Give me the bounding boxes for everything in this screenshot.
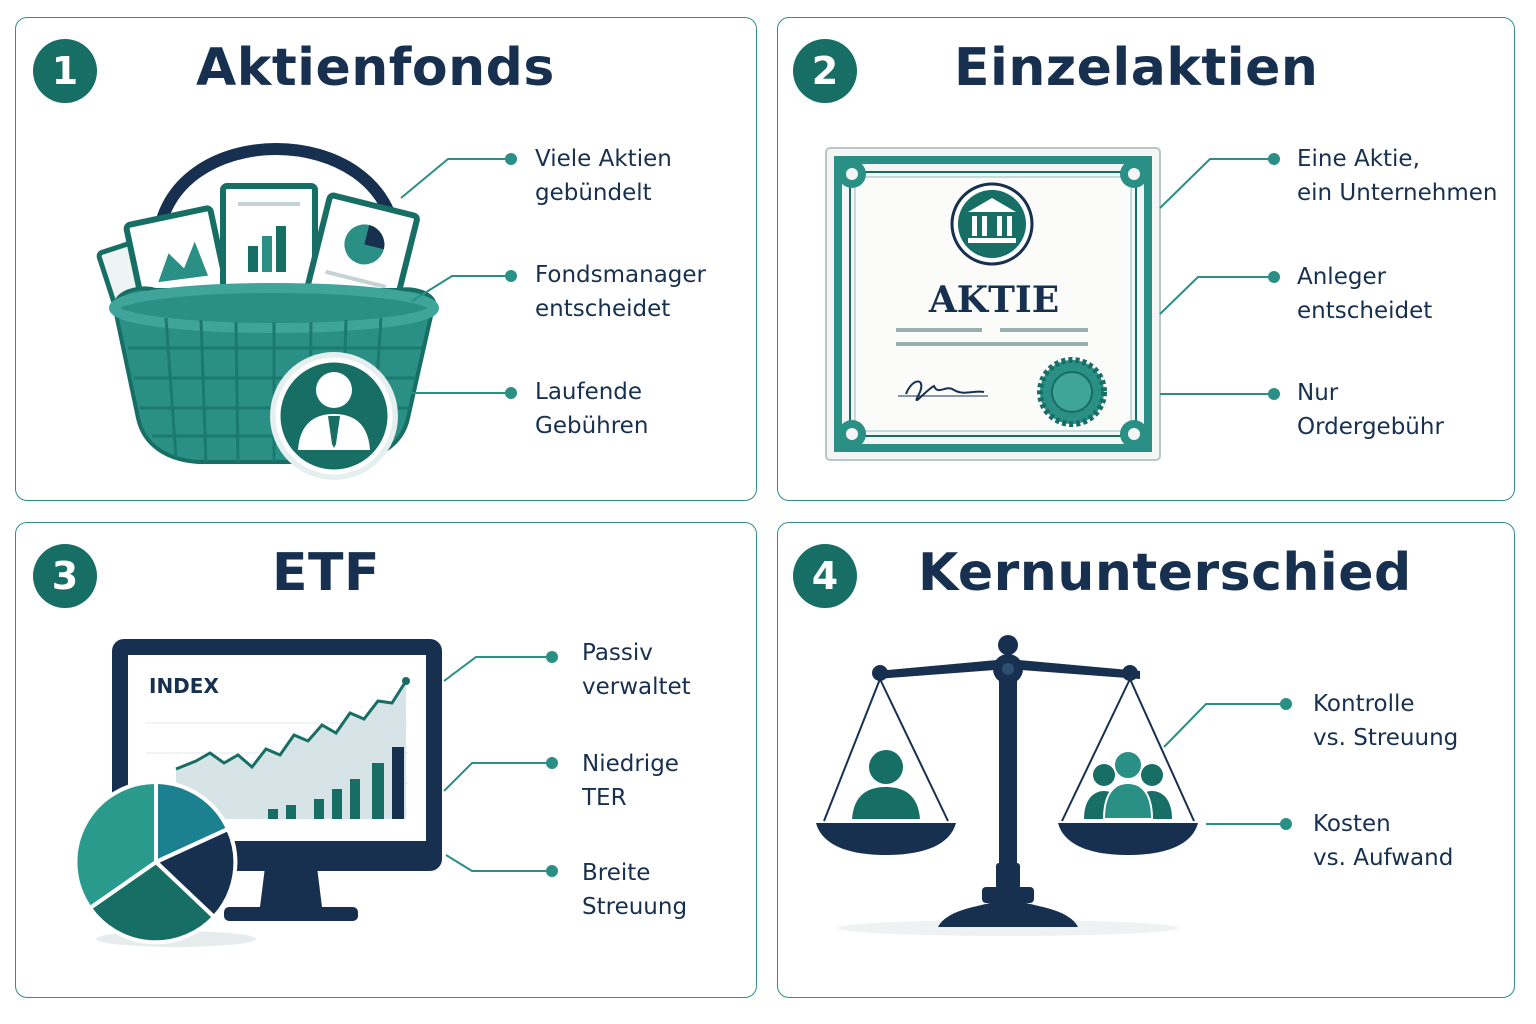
panel-einzelaktien: 2 Einzelaktien [777, 17, 1515, 501]
panel-etf: 3 ETF INDEX [15, 522, 757, 998]
certificate-label: AKTIE [928, 279, 1059, 321]
panel-title: ETF [272, 543, 381, 603]
connector-lines [1163, 698, 1292, 830]
step-number-badge: 4 [793, 544, 857, 608]
panel-title: Kernunterschied [918, 543, 1412, 603]
connector-lines [443, 651, 558, 877]
pie-chart-icon [73, 779, 256, 947]
step-number-badge: 1 [33, 39, 97, 103]
monitor-label: INDEX [149, 674, 219, 698]
certificate-illustration: AKTIE [825, 147, 1280, 461]
group-icon [1084, 750, 1172, 820]
panel-title: Einzelaktien [954, 38, 1319, 98]
fund-manager-icon [270, 352, 398, 480]
balance-scale-icon [816, 635, 1198, 936]
stock-certificate-icon: AKTIE [825, 147, 1161, 461]
connector-lines [1159, 153, 1280, 400]
basket-illustration [96, 143, 517, 480]
connector-lines [400, 153, 517, 399]
step-number-badge: 2 [793, 39, 857, 103]
panel-kernunterschied: 4 Kernunterschied [777, 522, 1515, 998]
person-icon [852, 750, 920, 819]
panel-aktienfonds: 1 Aktienfonds [15, 17, 757, 501]
seal-icon [1037, 357, 1107, 427]
basket-icon [96, 143, 439, 464]
panel-title: Aktienfonds [196, 38, 555, 98]
etf-illustration: INDEX [73, 639, 558, 947]
scale-illustration [816, 635, 1292, 936]
step-number-badge: 3 [33, 544, 97, 608]
bank-icon [950, 182, 1034, 266]
bullet-item: Eine Aktie,ein Unternehmen [1297, 146, 1498, 206]
